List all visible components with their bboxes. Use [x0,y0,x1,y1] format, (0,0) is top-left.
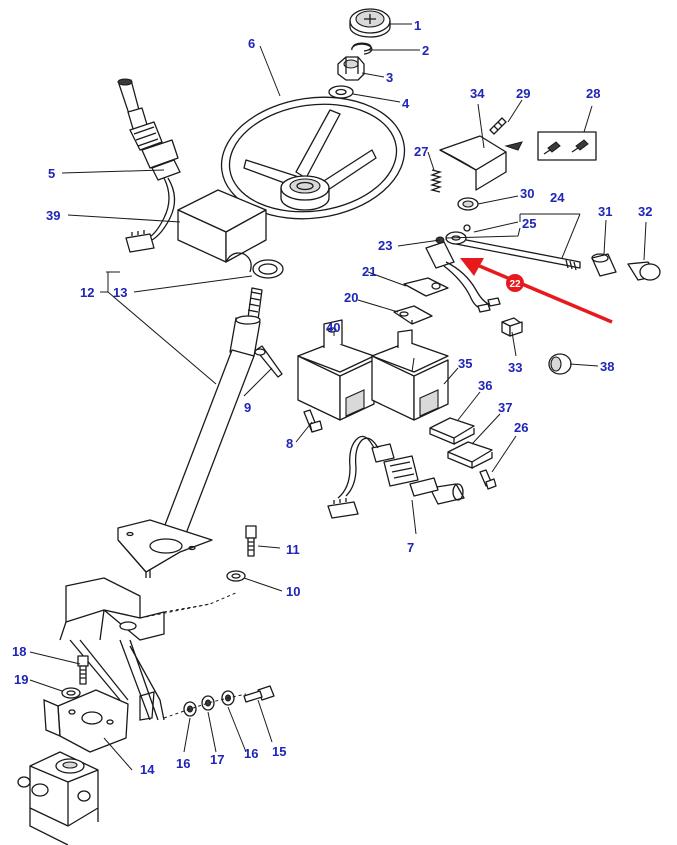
callout-6: 6 [248,36,255,51]
part-34-bracket [439,135,523,191]
callout-33: 33 [508,360,522,375]
callout-labels: 1 2 3 4 5 6 7 8 9 10 11 12 13 14 15 16 1… [12,18,652,777]
part-33-connector [501,317,523,337]
part-27-spring [429,169,443,193]
part-32-knob [627,261,661,281]
part-20-bracket [393,305,433,325]
steering-unit [17,751,99,845]
part-15-bolt [243,685,275,703]
part-26-bolt [479,469,497,490]
callout-21: 21 [362,264,376,279]
part-40-switch-housing [297,319,375,421]
callout-9: 9 [244,400,251,415]
part-35-switch-housing [371,329,449,421]
part-5-direction-lever [117,78,181,253]
callout-38: 38 [600,359,614,374]
callout-31: 31 [598,204,612,219]
part-16-nut [183,701,197,717]
callout-14: 14 [140,762,155,777]
callout-37: 37 [498,400,512,415]
callout-24: 24 [550,190,565,205]
callout-34: 34 [470,86,485,101]
callout-10: 10 [286,584,300,599]
callout-27: 27 [414,144,428,159]
part-9-pin [254,345,283,378]
callout-8: 8 [286,436,293,451]
part-39-lever-cover [177,189,267,273]
callout-16: 16 [176,756,190,771]
callout-1: 1 [414,18,421,33]
part-38-grommet [548,353,572,375]
callout-32: 32 [638,204,652,219]
callout-39: 39 [46,208,60,223]
callout-25: 25 [522,216,536,231]
part-6-steering-wheel [220,96,406,220]
part-17-washer [201,695,215,711]
callout-30: 30 [520,186,534,201]
callout-5: 5 [48,166,55,181]
part-21-switch-bracket [403,241,501,313]
callout-18: 18 [12,644,26,659]
part-36-plate [429,417,475,445]
part-8-bolt [303,409,323,433]
part-29-screw [489,117,507,135]
part-12-steering-column [117,287,263,578]
part-19-washer [61,687,81,699]
callout-16b: 16 [244,746,258,761]
callout-36: 36 [478,378,492,393]
callout-35: 35 [458,356,472,371]
part-3-nut [337,56,365,81]
part-7-lever [327,435,465,519]
part-2-circlip [351,42,373,55]
callout-23: 23 [378,238,392,253]
part-28-decal [537,131,597,161]
callout-40: 40 [326,320,340,335]
callout-15: 15 [272,744,286,759]
callout-28: 28 [586,86,600,101]
part-30-washer [457,197,479,211]
part-13-seal-ring [252,259,284,279]
callout-12: 12 [80,285,94,300]
callout-13: 13 [113,285,127,300]
leader-lines [29,23,647,771]
part-11-bolt [245,525,257,557]
part-10-washer [226,570,246,582]
part-37-plate [447,441,493,469]
part-4-washer [328,85,354,99]
callout-17: 17 [210,752,224,767]
part-14-bracket-plate [43,689,129,753]
frame-support [59,577,239,721]
callout-4: 4 [402,96,410,111]
part-25-clip [463,224,471,232]
callout-29: 29 [516,86,530,101]
callout-20: 20 [344,290,358,305]
callout-22: 22 [509,279,521,290]
callout-7: 7 [407,540,414,555]
callout-19: 19 [14,672,28,687]
callout-22-badge [506,274,524,292]
part-1-horn-cap [349,8,391,38]
callout-26: 26 [514,420,528,435]
part-31-knob-adapter [591,253,617,277]
highlight-arrow [460,258,613,324]
part-18-bolt [77,655,89,685]
callout-2: 2 [422,43,429,58]
callout-3: 3 [386,70,393,85]
callout-11: 11 [286,542,300,557]
